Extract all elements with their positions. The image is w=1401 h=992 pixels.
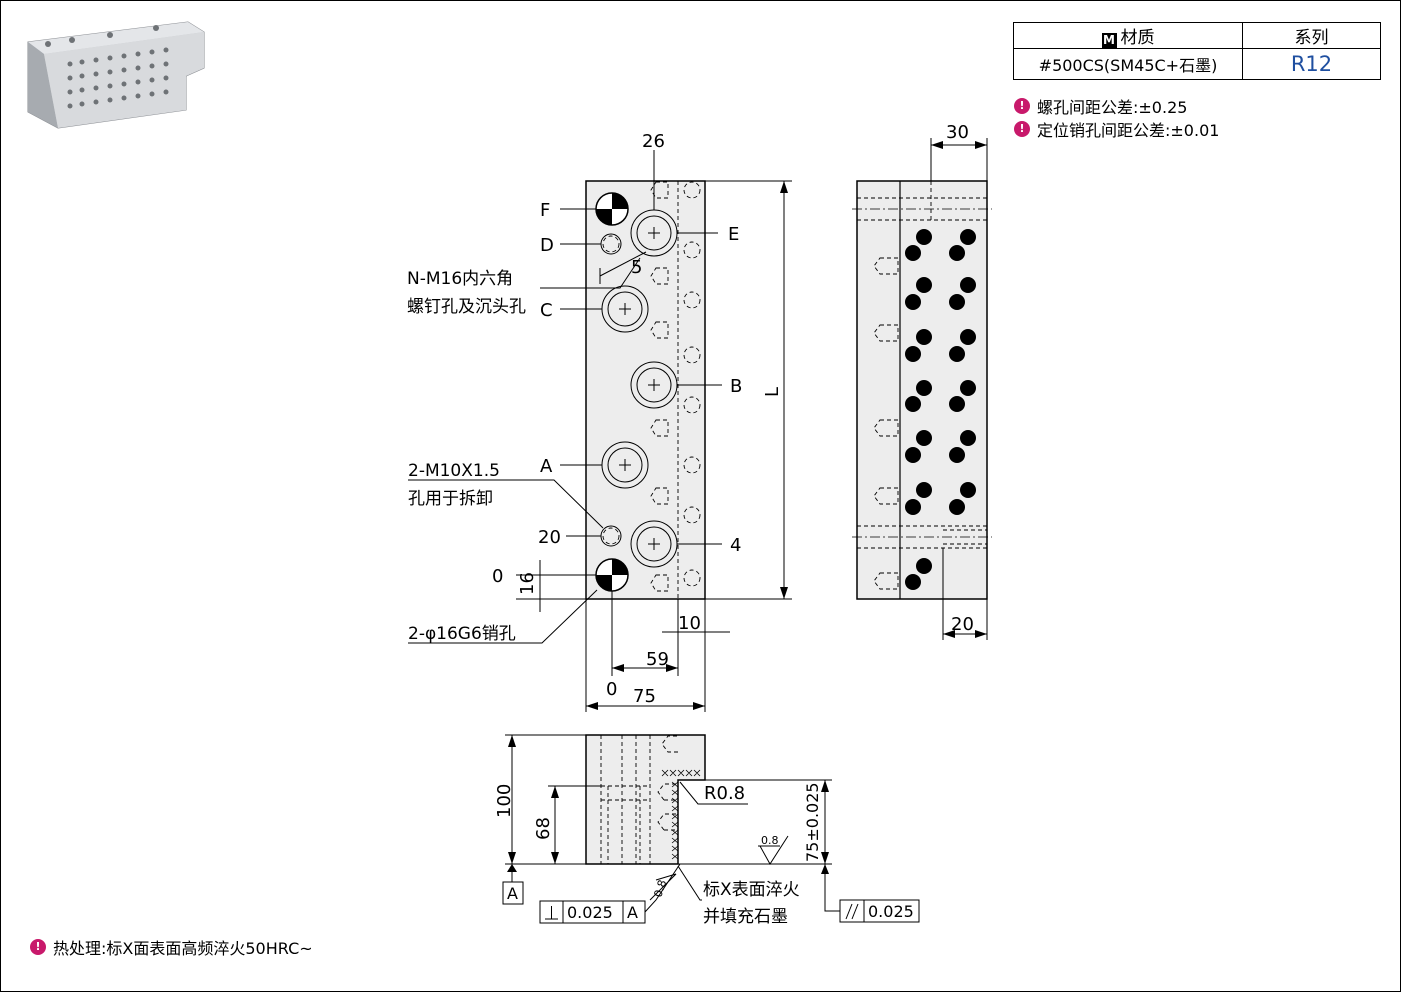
material-value: #500CS(SM45C+石墨) [1013,48,1243,80]
heat-treatment-note: !热处理:标X面表面高频淬火50HRC~ [30,935,313,959]
datum-A: A [507,884,518,903]
side-dim-20: 20 [951,614,974,635]
product-photo [27,21,205,129]
front-view: F D E C B A 4 20 26 5 N-M16内六角 螺钉孔及沉头孔 2… [407,131,792,712]
section-view: R0.8 100 68 75±0.025 0.8 0.8 A 0 [494,734,920,927]
tap-hole-label-line1: 2-M10X1.5 [408,461,500,481]
dim-59: 59 [646,649,669,670]
surface-finish-top: 0.8 [761,834,779,847]
pin-hole-label: 2-φ16G6销孔 [408,624,516,644]
series-header: 系列 [1242,22,1381,49]
label-E: E [728,224,739,245]
pin-hole-0 [595,558,629,592]
dim-5: 5 [631,257,642,278]
warning-pin-icon: ! [1014,98,1030,114]
series-value: R12 [1242,48,1381,80]
radius-label: R0.8 [704,783,745,804]
label-D: D [540,235,554,256]
pin-hole-F [595,192,629,226]
dim-L: L [762,387,783,397]
label-A: A [540,456,553,477]
label-20: 20 [538,527,561,548]
material-icon: M [1101,33,1117,48]
label-B: B [730,376,742,397]
screw-hole-label-line2: 螺钉孔及沉头孔 [407,297,526,317]
warning-pin-icon: ! [1014,121,1030,137]
perpendicularity-value: 0.025 [567,903,613,922]
graphite-plugs [905,229,976,590]
label-F: F [540,200,550,221]
dim-75: 75 [633,686,656,707]
dim-26: 26 [642,131,665,152]
screw-hole-label-line1: N-M16内六角 [407,269,513,289]
perpendicularity-datum: A [627,903,638,922]
tap-hole-label-line2: 孔用于拆卸 [408,489,493,509]
hardened-surface-x-marks [661,769,701,860]
parallelism-value: 0.025 [868,902,914,921]
dim-16: 16 [517,572,538,595]
section-view-body [585,734,706,865]
x-surface-note-line2: 并填充石墨 [703,907,788,927]
surface-finish-side: 0.8 [651,878,669,899]
dim-75-tolerance: 75±0.025 [803,782,822,862]
dim-68: 68 [533,817,554,840]
x-surface-note-line1: 标X表面淬火 [703,880,800,900]
dim-100: 100 [494,784,515,818]
front-view-body [585,180,706,600]
dim-0-left: 0 [492,566,503,587]
side-view: 30 20 [852,122,992,640]
label-C: C [540,300,553,321]
screw-tolerance-note: !螺孔间距公差:±0.25 [1014,94,1187,118]
side-dim-30: 30 [946,122,969,143]
warning-pin-icon: ! [30,939,46,955]
pin-tolerance-note: !定位销孔间距公差:±0.01 [1014,117,1219,141]
label-4: 4 [730,535,741,556]
dim-0-bottom: 0 [606,679,617,700]
dim-10: 10 [678,613,701,634]
